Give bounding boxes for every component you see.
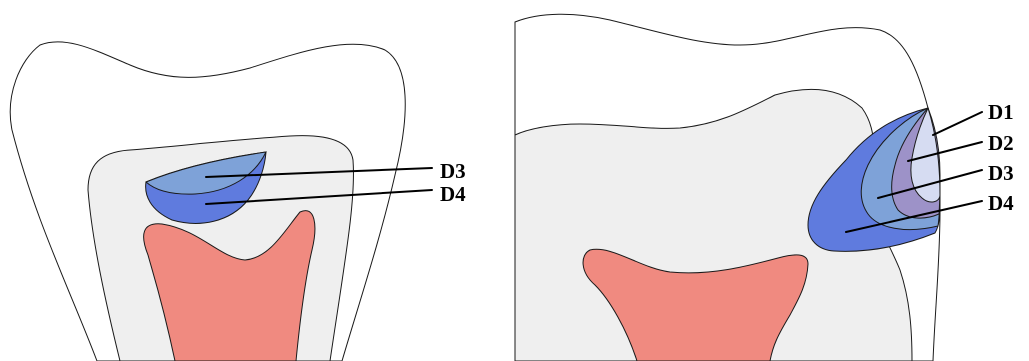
right-tooth: D1 D2 D3 D4 [515, 14, 1014, 361]
left-d3-label: D3 [440, 159, 466, 183]
right-d1-label: D1 [988, 100, 1014, 124]
left-tooth: D3 D4 [10, 42, 466, 361]
right-d3-label: D3 [988, 161, 1014, 185]
right-d2-label: D2 [988, 131, 1014, 155]
left-d4-label: D4 [440, 182, 466, 206]
right-d4-label: D4 [988, 191, 1014, 215]
right-d1-leader-line [933, 112, 982, 135]
